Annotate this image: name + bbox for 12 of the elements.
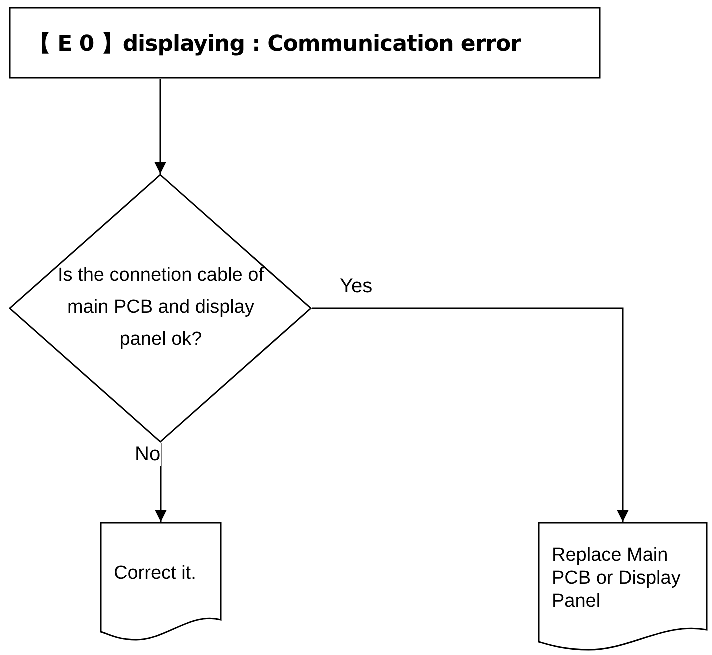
question-text: Is the connetion cable of main PCB and display panel ok? <box>57 264 265 352</box>
arrow <box>154 79 166 174</box>
arrow <box>155 443 167 522</box>
edge-label: No <box>135 444 161 466</box>
arrow <box>312 308 629 522</box>
title-text: 【 E 0 】displaying : Communication error <box>29 31 521 59</box>
document-box <box>100 522 222 642</box>
action-text: Correct it. <box>114 562 198 585</box>
decision-diamond <box>9 174 312 443</box>
action-text: Replace Main PCB or Display Panel <box>552 544 682 613</box>
title-box <box>9 7 601 79</box>
document-box <box>538 522 708 652</box>
